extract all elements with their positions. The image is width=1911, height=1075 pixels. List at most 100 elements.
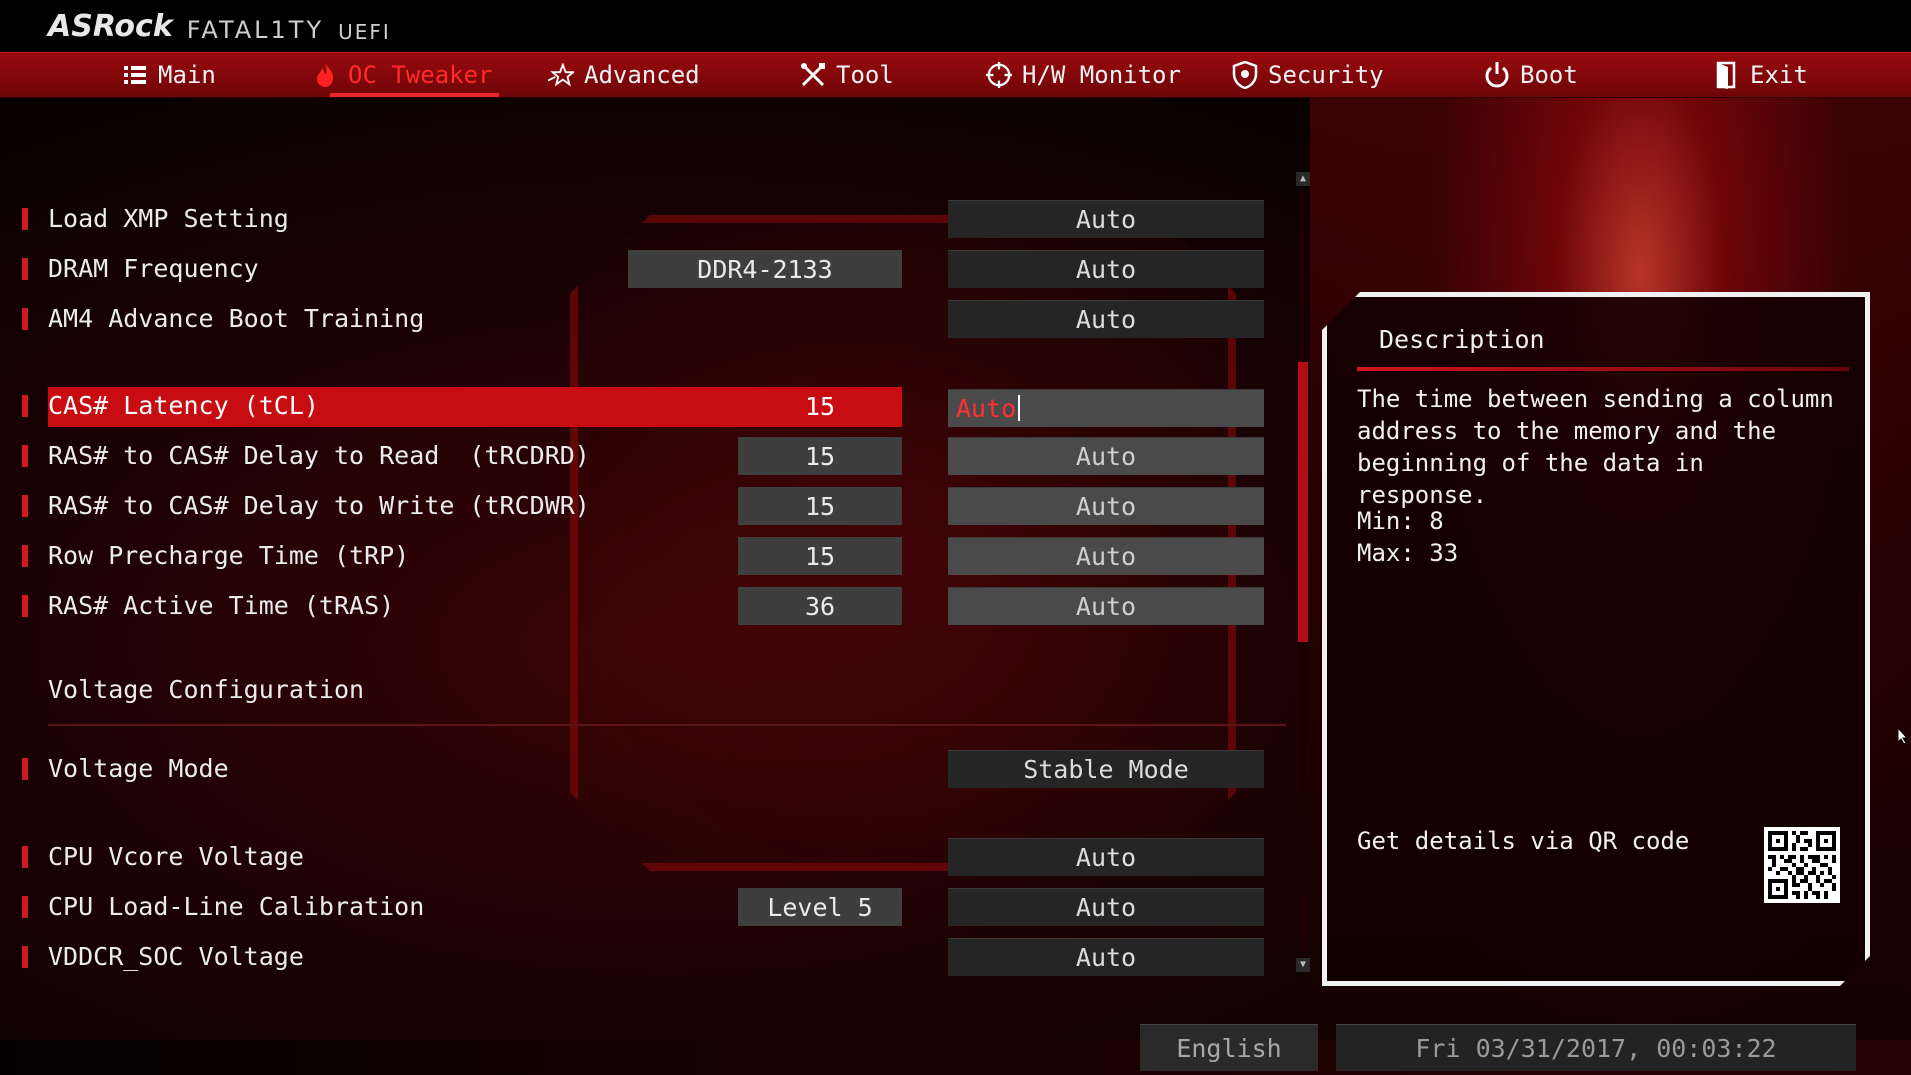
setting-value-text: Auto xyxy=(956,393,1017,423)
setting-value-select[interactable]: Auto xyxy=(948,888,1264,926)
setting-label: Voltage Mode xyxy=(48,754,229,783)
setting-value-select[interactable]: Auto xyxy=(948,587,1264,625)
setting-value-select[interactable]: Auto xyxy=(948,300,1264,338)
setting-value-select[interactable]: Auto xyxy=(948,437,1264,475)
setting-label: RAS# Active Time (tRAS) xyxy=(48,591,395,620)
tab-main[interactable]: Main xyxy=(122,53,216,97)
setting-value-select[interactable]: Auto xyxy=(948,938,1264,976)
brand-series: FATAL1TY xyxy=(186,16,325,44)
setting-label: AM4 Advance Boot Training xyxy=(48,304,425,333)
row-marker xyxy=(22,946,28,968)
setting-current-value: 15 xyxy=(738,537,902,575)
brand-uefi: UEFI xyxy=(338,20,391,44)
tab-advanced[interactable]: Advanced xyxy=(548,53,700,97)
tab-security[interactable]: Security xyxy=(1232,53,1384,97)
star-icon xyxy=(548,62,574,88)
row-marker xyxy=(22,758,28,780)
row-marker xyxy=(22,258,28,280)
exit-door-icon xyxy=(1714,61,1740,89)
setting-row-tras[interactable]: RAS# Active Time (tRAS) 36 Auto xyxy=(0,587,1290,627)
text-caret xyxy=(1018,395,1021,421)
description-panel: Description The time between sending a c… xyxy=(1322,292,1870,986)
description-max: Max: 33 xyxy=(1357,539,1459,567)
tab-hw-monitor[interactable]: H/W Monitor xyxy=(986,53,1181,97)
setting-value-select[interactable]: Auto xyxy=(948,200,1264,238)
tab-label: H/W Monitor xyxy=(1022,61,1181,89)
description-divider xyxy=(1357,367,1849,371)
setting-row-cpu-vcore[interactable]: CPU Vcore Voltage Auto xyxy=(0,838,1290,878)
setting-label: RAS# to CAS# Delay to Write (tRCDWR) xyxy=(48,491,590,520)
setting-label: CAS# Latency (tCL) xyxy=(48,391,319,420)
description-min: Min: 8 xyxy=(1357,507,1444,535)
setting-row-am4-boot-training[interactable]: AM4 Advance Boot Training Auto xyxy=(0,300,1290,340)
brand-logo: ASRock FATAL1TY UEFI xyxy=(48,8,391,44)
power-icon xyxy=(1484,62,1510,88)
setting-current-value: 15 xyxy=(804,391,836,421)
setting-value-select[interactable]: Stable Mode xyxy=(948,750,1264,788)
setting-row-trp[interactable]: Row Precharge Time (tRP) 15 Auto xyxy=(0,537,1290,577)
setting-row-dram-frequency[interactable]: DRAM Frequency DDR4-2133 Auto xyxy=(0,250,1290,290)
setting-label: CPU Load-Line Calibration xyxy=(48,892,425,921)
crosshair-icon xyxy=(986,62,1012,88)
setting-current-value: 15 xyxy=(738,487,902,525)
flame-icon xyxy=(312,62,338,88)
setting-row-cas-latency[interactable]: CAS# Latency (tCL) 15 Auto xyxy=(0,387,1290,427)
setting-row-trcdwr[interactable]: RAS# to CAS# Delay to Write (tRCDWR) 15 … xyxy=(0,487,1290,527)
setting-label: DRAM Frequency xyxy=(48,254,259,283)
shield-icon xyxy=(1232,61,1258,89)
setting-row-cpu-llc[interactable]: CPU Load-Line Calibration Level 5 Auto xyxy=(0,888,1290,928)
tab-label: Tool xyxy=(836,61,894,89)
brand-name: ASRock xyxy=(48,9,173,44)
scroll-up-arrow-icon[interactable]: ▲ xyxy=(1296,172,1310,186)
tools-icon xyxy=(800,62,826,88)
setting-value-select[interactable]: Auto xyxy=(948,250,1264,288)
language-button[interactable]: English xyxy=(1140,1024,1318,1071)
section-title-voltage[interactable]: Voltage Configuration xyxy=(48,675,365,704)
setting-row-vddcr-soc[interactable]: VDDCR_SOC Voltage Auto xyxy=(0,938,1290,978)
setting-current-value: 15 xyxy=(738,437,902,475)
row-marker xyxy=(22,896,28,918)
tab-tool[interactable]: Tool xyxy=(800,53,894,97)
setting-label: CPU Vcore Voltage xyxy=(48,842,304,871)
title-bar: ASRock FATAL1TY UEFI xyxy=(0,0,1911,52)
row-marker xyxy=(22,208,28,230)
mouse-cursor-icon xyxy=(1897,726,1909,750)
qr-code-icon xyxy=(1764,827,1840,903)
tab-label: Main xyxy=(158,61,216,89)
row-marker xyxy=(22,495,28,517)
setting-current-value: DDR4-2133 xyxy=(628,250,902,288)
scroll-thumb[interactable] xyxy=(1298,362,1308,642)
row-marker xyxy=(22,395,28,417)
tab-bar: Main OC Tweaker Advanced Tool H/W Monito… xyxy=(0,52,1911,98)
description-text: The time between sending a column addres… xyxy=(1357,385,1849,509)
row-marker xyxy=(22,595,28,617)
setting-row-voltage-mode[interactable]: Voltage Mode Stable Mode xyxy=(0,750,1290,790)
setting-label: Load XMP Setting xyxy=(48,204,289,233)
setting-value-select[interactable]: Auto xyxy=(948,537,1264,575)
scroll-down-arrow-icon[interactable]: ▼ xyxy=(1296,958,1310,972)
row-marker xyxy=(22,445,28,467)
tab-exit[interactable]: Exit xyxy=(1714,53,1808,97)
setting-row-load-xmp[interactable]: Load XMP Setting Auto xyxy=(0,200,1290,240)
setting-value-input[interactable]: Auto xyxy=(948,389,1264,427)
qr-caption: Get details via QR code xyxy=(1357,827,1690,855)
setting-label: Row Precharge Time (tRP) xyxy=(48,541,410,570)
setting-current-value: Level 5 xyxy=(738,888,902,926)
row-marker xyxy=(22,846,28,868)
tab-oc-tweaker[interactable]: OC Tweaker xyxy=(312,53,498,97)
tab-label: Boot xyxy=(1520,61,1578,89)
tab-label: Exit xyxy=(1750,61,1808,89)
tab-boot[interactable]: Boot xyxy=(1484,53,1578,97)
row-marker xyxy=(22,545,28,567)
setting-value-select[interactable]: Auto xyxy=(948,487,1264,525)
setting-row-trcdrd[interactable]: RAS# to CAS# Delay to Read (tRCDRD) 15 A… xyxy=(0,437,1290,477)
setting-value-select[interactable]: Auto xyxy=(948,838,1264,876)
setting-label: RAS# to CAS# Delay to Read (tRCDRD) xyxy=(48,441,590,470)
section-divider xyxy=(48,724,1286,726)
datetime-display: Fri 03/31/2017, 00:03:22 xyxy=(1336,1024,1856,1071)
settings-scrollbar[interactable]: ▲ ▼ xyxy=(1296,172,1310,972)
row-marker xyxy=(22,308,28,330)
tab-label: Advanced xyxy=(584,61,700,89)
description-title: Description xyxy=(1379,325,1545,354)
tab-label: Security xyxy=(1268,61,1384,89)
